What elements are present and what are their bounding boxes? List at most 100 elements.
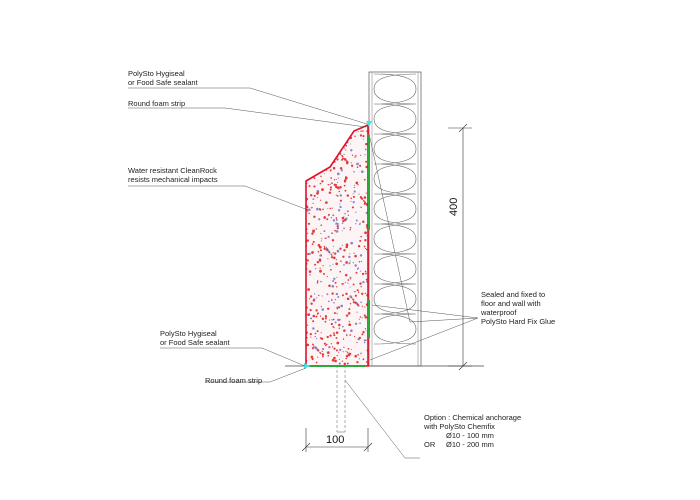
texture-speckle <box>350 200 352 202</box>
texture-speckle <box>345 350 347 352</box>
texture-speckle <box>310 158 312 160</box>
texture-speckle <box>345 314 349 317</box>
texture-speckle <box>342 338 345 340</box>
texture-speckle <box>312 327 315 330</box>
texture-speckle <box>322 348 325 351</box>
texture-speckle <box>331 140 335 144</box>
texture-speckle <box>315 309 318 312</box>
texture-speckle <box>320 224 323 226</box>
texture-speckle <box>341 131 344 134</box>
texture-speckle <box>358 193 360 195</box>
texture-speckle <box>364 270 367 273</box>
texture-speckle <box>346 297 350 301</box>
label-option-or: OR <box>424 440 436 449</box>
texture-speckle <box>329 186 333 189</box>
texture-speckle <box>314 165 318 168</box>
texture-speckle <box>327 354 330 357</box>
texture-speckle <box>336 149 340 153</box>
texture-speckle <box>336 227 339 230</box>
texture-speckle <box>366 235 368 237</box>
texture-speckle <box>336 195 339 197</box>
texture-speckle <box>308 270 312 273</box>
texture-speckle <box>336 286 338 288</box>
texture-speckle <box>329 207 332 210</box>
texture-speckle <box>324 237 326 240</box>
texture-speckle <box>310 302 313 305</box>
texture-speckle <box>306 160 309 163</box>
texture-speckle <box>315 361 318 364</box>
texture-speckle <box>347 282 349 284</box>
texture-speckle <box>313 194 316 197</box>
texture-speckle <box>332 139 334 141</box>
texture-speckle <box>310 355 314 359</box>
texture-speckle <box>314 332 317 335</box>
texture-speckle <box>350 162 353 164</box>
texture-speckle <box>359 270 362 272</box>
texture-speckle <box>334 298 337 301</box>
top-sealant-marker <box>366 121 372 127</box>
texture-speckle <box>343 157 345 160</box>
texture-speckle <box>360 352 362 355</box>
texture-speckle <box>358 130 360 133</box>
texture-speckle <box>346 194 350 197</box>
texture-speckle <box>363 245 366 248</box>
texture-speckle <box>350 329 353 332</box>
texture-speckle <box>328 284 331 287</box>
texture-speckle <box>359 322 361 325</box>
texture-speckle <box>331 284 335 288</box>
texture-speckle <box>307 313 311 316</box>
texture-speckle <box>341 158 343 161</box>
texture-speckle <box>338 144 342 147</box>
texture-speckle <box>331 182 333 184</box>
texture-speckle <box>328 144 331 147</box>
texture-speckle <box>323 247 326 250</box>
texture-speckle <box>326 128 330 131</box>
texture-speckle <box>358 261 361 263</box>
texture-speckle <box>313 215 316 219</box>
texture-speckle <box>324 136 327 140</box>
texture-speckle <box>338 358 340 361</box>
texture-speckle <box>362 220 365 223</box>
texture-speckle <box>341 230 343 232</box>
texture-speckle <box>321 143 323 146</box>
texture-speckle <box>352 283 355 286</box>
texture-speckle <box>336 158 339 161</box>
texture-speckle <box>349 286 351 288</box>
texture-speckle <box>348 262 351 265</box>
texture-speckle <box>335 331 339 334</box>
texture-speckle <box>360 285 363 288</box>
texture-speckle <box>364 247 367 250</box>
texture-speckle <box>359 134 362 137</box>
texture-speckle <box>329 334 332 337</box>
texture-speckle <box>342 255 345 258</box>
texture-speckle <box>337 318 340 322</box>
texture-speckle <box>314 125 318 129</box>
texture-speckle <box>352 193 354 195</box>
texture-speckle <box>308 298 311 300</box>
texture-speckle <box>345 357 348 360</box>
texture-speckle <box>353 171 355 173</box>
texture-speckle <box>323 272 325 275</box>
leader-top-foam <box>128 107 367 128</box>
texture-speckle <box>339 185 342 189</box>
texture-speckle <box>333 183 336 186</box>
texture-speckle <box>347 279 350 281</box>
texture-speckle <box>309 273 311 276</box>
texture-speckle <box>362 130 364 132</box>
texture-speckle <box>323 230 326 233</box>
texture-speckle <box>348 321 350 323</box>
texture-speckle <box>306 239 309 242</box>
texture-speckle <box>332 245 335 248</box>
texture-speckle <box>352 195 355 198</box>
texture-speckle <box>343 249 346 252</box>
texture-speckle <box>354 291 356 293</box>
texture-speckle <box>354 156 356 158</box>
texture-speckle <box>363 196 367 199</box>
texture-speckle <box>355 211 357 213</box>
label-cleanrock-line-1: Water resistant CleanRock <box>128 166 217 175</box>
texture-speckle <box>306 168 309 171</box>
texture-speckle <box>333 312 336 314</box>
texture-speckle <box>337 296 340 298</box>
texture-speckle <box>364 231 367 235</box>
texture-speckle <box>359 239 362 242</box>
